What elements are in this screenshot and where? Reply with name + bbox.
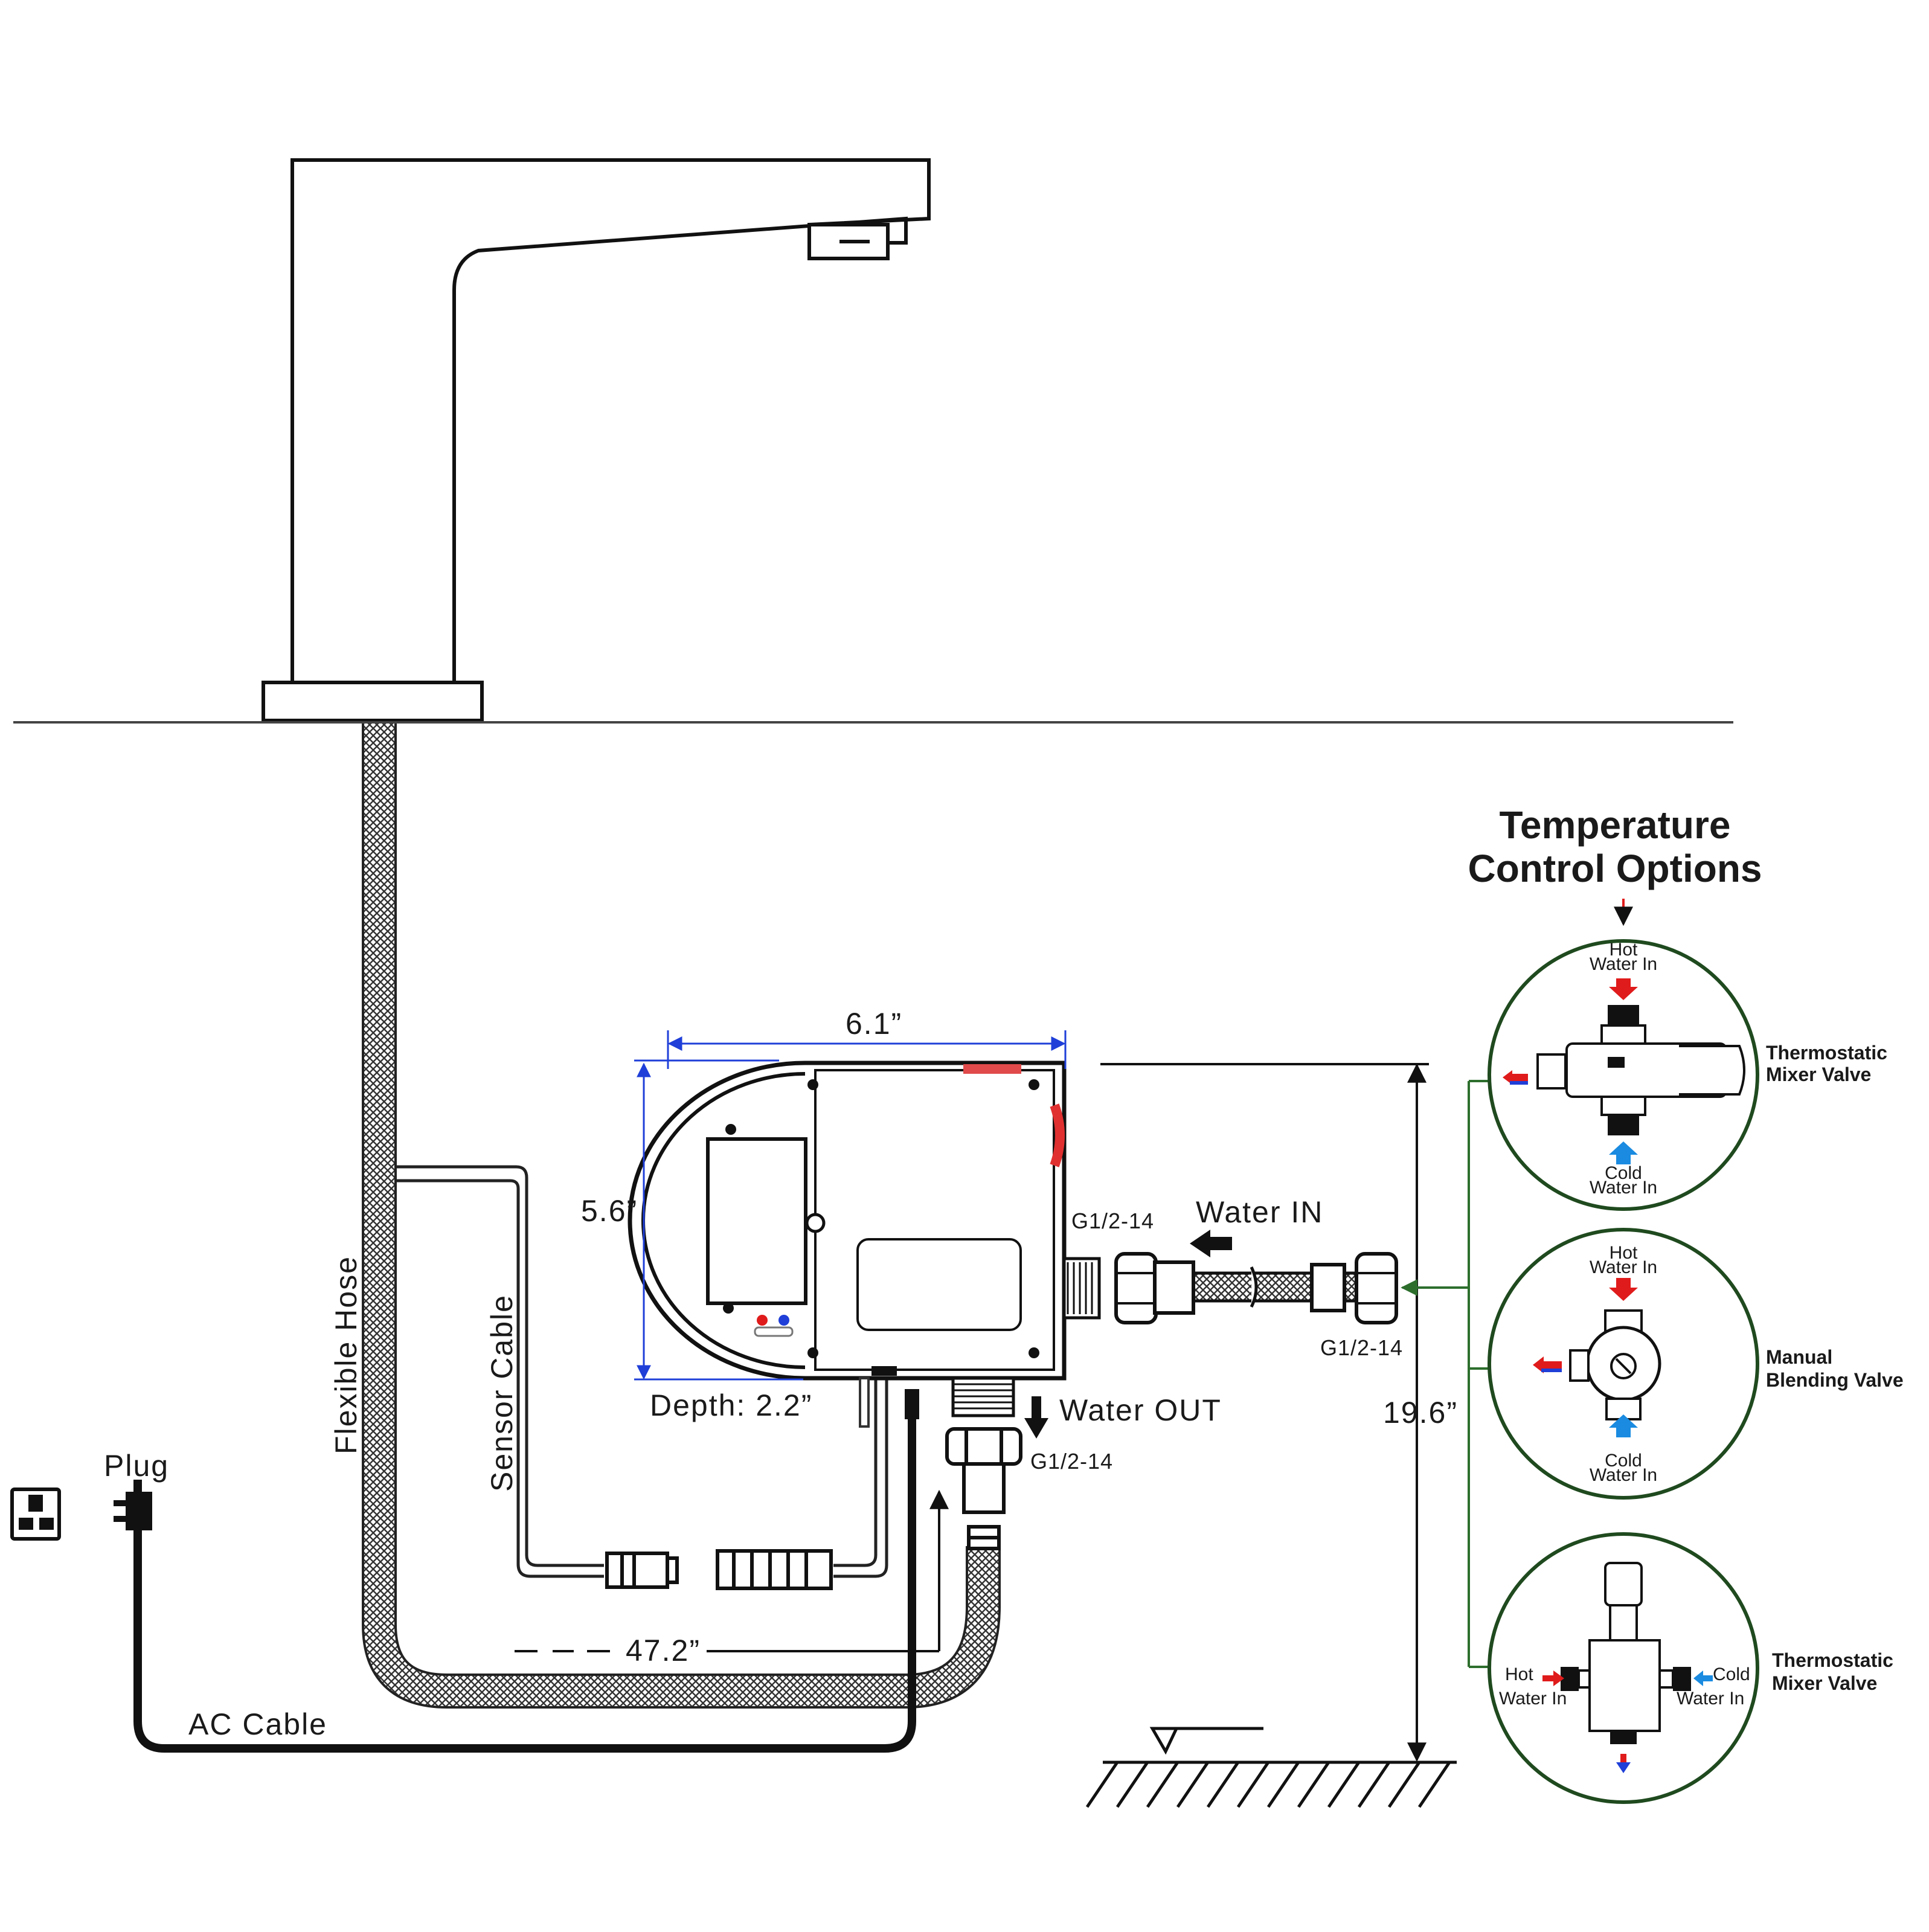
water-out-fitting	[945, 1427, 1022, 1550]
option-3-name-line1: Thermostatic	[1772, 1649, 1893, 1671]
ac-cable-label: AC Cable	[188, 1707, 327, 1741]
depth-dimension: Depth: 2.2”	[650, 1388, 812, 1422]
option-thermostatic-mixer-2	[1488, 1532, 1759, 1804]
option-2-hot-line1: Hot	[1610, 1243, 1638, 1263]
floor-symbol	[1085, 1727, 1457, 1808]
option-thermostatic-mixer-1	[1488, 899, 1759, 1211]
option-1-cold-line2: Water In	[1590, 1178, 1657, 1198]
fitting-size-out: G1/2-14	[1030, 1449, 1113, 1474]
temperature-title-line1: Temperature	[1500, 803, 1731, 847]
sensor-cable	[396, 1165, 888, 1578]
hose-length-dimension: 47.2”	[626, 1634, 701, 1667]
option-1-cold-line1: Cold	[1605, 1163, 1642, 1183]
dim-install-height	[1100, 1063, 1429, 1762]
cold-indicator	[778, 1315, 789, 1326]
water-in-arrow	[1190, 1230, 1232, 1257]
water-out-arrow	[1024, 1396, 1048, 1439]
option-1-hot-line2: Water In	[1590, 954, 1657, 974]
water-in-label: Water IN	[1196, 1195, 1323, 1229]
option-2-name-line1: Manual	[1766, 1346, 1832, 1368]
dim-height	[634, 1059, 803, 1381]
ac-cable-connector	[905, 1389, 919, 1419]
fitting-size-top: G1/2-14	[1071, 1208, 1154, 1233]
sensor-connector-male	[605, 1552, 679, 1589]
option-2-cold-line1: Cold	[1605, 1451, 1642, 1471]
option-3-hot-line1: Hot	[1505, 1664, 1533, 1684]
option-1-name-line1: Thermostatic	[1766, 1042, 1887, 1064]
dim-width	[667, 1030, 1067, 1069]
plug-label: Plug	[104, 1449, 169, 1483]
ac-cable	[133, 1413, 916, 1753]
control-box	[627, 1061, 1101, 1428]
faucet	[262, 158, 931, 722]
hot-indicator	[757, 1315, 768, 1326]
height-dimension: 5.6”	[581, 1194, 638, 1228]
dim-hose-length	[515, 1489, 949, 1652]
flexible-hose-label: Flexible Hose	[329, 1256, 363, 1454]
flexible-hose	[362, 724, 1001, 1709]
sensor-connector-female	[716, 1549, 833, 1590]
option-3-cold-line2: Water In	[1677, 1689, 1744, 1709]
plug	[114, 1492, 152, 1530]
options-connector	[1401, 1080, 1497, 1668]
temperature-title-line2: Control Options	[1468, 847, 1762, 890]
wall-socket	[10, 1488, 61, 1541]
option-1-hot-line1: Hot	[1610, 940, 1638, 960]
option-3-cold-line1: Cold	[1713, 1664, 1750, 1684]
option-manual-blending	[1488, 1228, 1759, 1500]
option-3-name-line2: Mixer Valve	[1772, 1672, 1877, 1694]
water-out-label: Water OUT	[1059, 1393, 1222, 1427]
option-2-hot-line2: Water In	[1590, 1257, 1657, 1277]
install-height-dimension: 19.6”	[1383, 1396, 1458, 1430]
water-in-hose	[1114, 1252, 1398, 1324]
fitting-size-right: G1/2-14	[1320, 1335, 1403, 1360]
option-2-cold-line2: Water In	[1590, 1465, 1657, 1485]
option-2-name-line2: Blending Valve	[1766, 1369, 1904, 1391]
width-dimension: 6.1”	[846, 1007, 902, 1041]
sensor-cable-label: Sensor Cable	[485, 1294, 519, 1492]
option-1-name-line2: Mixer Valve	[1766, 1064, 1871, 1085]
option-3-hot-line2: Water In	[1499, 1689, 1567, 1709]
